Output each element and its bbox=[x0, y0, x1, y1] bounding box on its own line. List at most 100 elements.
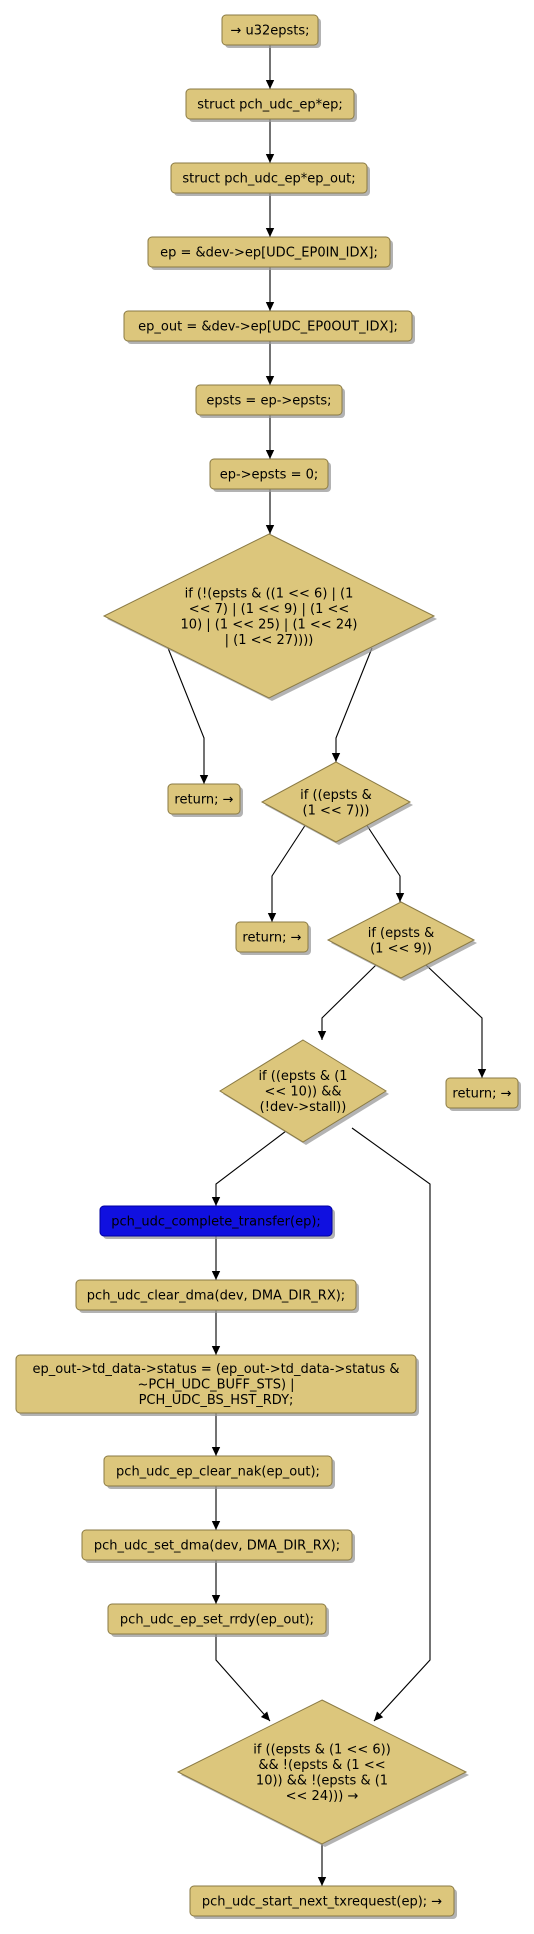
edge-d4-to-d5 bbox=[351, 1127, 431, 1722]
statement-box bbox=[185, 88, 355, 120]
arrowhead bbox=[265, 228, 275, 237]
node-b4-statement: pch_udc_ep_clear_nak(ep_out); bbox=[103, 1455, 335, 1489]
node-d4-decision: if ((epsts & (1<< 10)) &&(!dev->stall)) bbox=[219, 1039, 389, 1145]
node-d2-decision: if ((epsts &(1 << 7))) bbox=[260, 761, 413, 845]
node-label-line: ep = &dev->ep[UDC_EP0IN_IDX]; bbox=[160, 246, 378, 261]
node-r1-statement: return; → bbox=[167, 783, 243, 817]
edge-n3-to-n4 bbox=[265, 267, 275, 311]
node-label-line: << 10)) && bbox=[264, 1085, 341, 1100]
decision-diamond bbox=[102, 533, 436, 699]
node-label-line: PCH_UDC_BS_HST_RDY; bbox=[139, 1393, 294, 1408]
node-label-line: return; → bbox=[452, 1087, 511, 1102]
node-b3-statement: ep_out->td_data->status = (ep_out->td_da… bbox=[15, 1354, 419, 1416]
edge-d4-to-b1 bbox=[211, 1127, 291, 1206]
node-label-line: struct pch_udc_ep*ep; bbox=[197, 98, 343, 113]
node-label-line: epsts = ep->epsts; bbox=[206, 394, 331, 409]
arrowhead bbox=[317, 1877, 327, 1886]
arrowhead bbox=[260, 1711, 270, 1721]
node-label-line: ~PCH_UDC_BUFF_STS) | bbox=[137, 1378, 294, 1393]
node-label-line: ep_out->td_data->status = (ep_out->td_da… bbox=[32, 1362, 399, 1377]
node-label-line: pch_udc_complete_transfer(ep); bbox=[111, 1215, 321, 1230]
node-label-line: ep->epsts = 0; bbox=[220, 468, 319, 483]
node-n2-statement: struct pch_udc_ep*ep_out; bbox=[170, 162, 370, 196]
statement-box bbox=[170, 162, 368, 194]
edge-n2-to-n3 bbox=[265, 193, 275, 237]
statement-box bbox=[81, 1529, 353, 1561]
node-n0-statement: → u32epsts; bbox=[221, 14, 321, 48]
edge-n4-to-n5 bbox=[265, 341, 275, 385]
arrowhead bbox=[267, 913, 277, 922]
arrowhead bbox=[265, 154, 275, 163]
arrowhead bbox=[211, 1346, 221, 1355]
arrowhead bbox=[265, 80, 275, 89]
node-n1-statement: struct pch_udc_ep*ep; bbox=[185, 88, 357, 122]
statement-box bbox=[221, 14, 319, 46]
statement-box bbox=[103, 1455, 333, 1487]
arrowhead bbox=[265, 302, 275, 311]
node-label-line: if ((epsts & (1 << 6)) bbox=[253, 1742, 391, 1757]
node-n3-statement: ep = &dev->ep[UDC_EP0IN_IDX]; bbox=[147, 236, 393, 270]
edge-b3-to-b4 bbox=[211, 1413, 221, 1456]
node-b2-statement: pch_udc_clear_dma(dev, DMA_DIR_RX); bbox=[75, 1279, 359, 1313]
edge-b5-to-b6 bbox=[211, 1560, 221, 1604]
node-label-line: ep_out = &dev->ep[UDC_EP0OUT_IDX]; bbox=[138, 320, 398, 335]
arrowhead bbox=[317, 1031, 327, 1040]
node-label-line: pch_udc_clear_dma(dev, DMA_DIR_RX); bbox=[87, 1289, 345, 1304]
node-label-line: struct pch_udc_ep*ep_out; bbox=[182, 172, 355, 187]
node-label-line: if ((epsts & bbox=[300, 788, 372, 803]
node-label-line: pch_udc_ep_clear_nak(ep_out); bbox=[116, 1465, 320, 1480]
edge-d1-to-r1 bbox=[167, 647, 209, 784]
node-r3-statement: return; → bbox=[445, 1077, 521, 1111]
node-layer: → u32epsts; struct pch_udc_ep*ep;struct p… bbox=[15, 14, 521, 1919]
edge-b4-to-b5 bbox=[211, 1486, 221, 1530]
node-label-line: if (!(epsts & ((1 << 6) | (1 bbox=[185, 586, 354, 601]
node-label-line: return; → bbox=[174, 793, 233, 808]
arrowhead bbox=[265, 525, 275, 534]
decision-diamond bbox=[260, 761, 412, 843]
statement-box bbox=[147, 236, 391, 268]
node-label-line: (!dev->stall)) bbox=[260, 1100, 347, 1115]
edge-d5-to-e1 bbox=[317, 1844, 327, 1886]
node-label-line: return; → bbox=[242, 931, 301, 946]
arrowhead bbox=[211, 1271, 221, 1280]
node-n6-statement: ep->epsts = 0; bbox=[209, 458, 331, 492]
arrowhead bbox=[211, 1447, 221, 1456]
edge-b2-to-b3 bbox=[211, 1310, 221, 1355]
arrowhead bbox=[265, 376, 275, 385]
edge-n1-to-n2 bbox=[265, 119, 275, 163]
node-label-line: if ((epsts & (1 bbox=[258, 1069, 347, 1084]
node-b6-statement: pch_udc_ep_set_rrdy(ep_out); bbox=[107, 1603, 329, 1637]
node-e1-statement: pch_udc_start_next_txrequest(ep); → bbox=[189, 1885, 457, 1919]
node-label-line: | (1 << 27)))) bbox=[225, 633, 314, 648]
statement-box bbox=[235, 921, 309, 953]
node-d3-decision: if (epsts &(1 << 9)) bbox=[326, 901, 477, 981]
node-label-line: && !(epsts & (1 << bbox=[258, 1758, 385, 1773]
arrowhead bbox=[211, 1595, 221, 1604]
node-b5-statement: pch_udc_set_dma(dev, DMA_DIR_RX); bbox=[81, 1529, 355, 1563]
decision-diamond bbox=[176, 1699, 468, 1845]
statement-box bbox=[209, 458, 329, 490]
arrowhead bbox=[199, 775, 209, 784]
node-label-line: 10) | (1 << 25) | (1 << 24) bbox=[181, 617, 358, 632]
statement-box bbox=[75, 1279, 357, 1311]
node-label-line: pch_udc_start_next_txrequest(ep); → bbox=[202, 1895, 442, 1910]
highlighted-statement-box bbox=[99, 1205, 333, 1237]
edge-b6-to-d5 bbox=[215, 1634, 271, 1722]
edge-d1-to-d2 bbox=[331, 647, 373, 762]
statement-box bbox=[167, 783, 241, 815]
edge-n0-to-n1 bbox=[265, 45, 275, 89]
arrowhead bbox=[211, 1197, 221, 1206]
statement-box bbox=[107, 1603, 327, 1635]
node-label-line: (1 << 7))) bbox=[303, 803, 370, 818]
node-b1-statement: pch_udc_complete_transfer(ep); bbox=[99, 1205, 335, 1239]
arrowhead bbox=[374, 1711, 384, 1721]
edge-n6-to-d1 bbox=[265, 489, 275, 534]
node-r2-statement: return; → bbox=[235, 921, 311, 955]
edge-b1-to-b2 bbox=[211, 1236, 221, 1280]
arrowhead bbox=[477, 1069, 487, 1078]
node-label-line: pch_udc_ep_set_rrdy(ep_out); bbox=[120, 1613, 314, 1628]
statement-box bbox=[123, 310, 413, 342]
node-n4-statement: ep_out = &dev->ep[UDC_EP0OUT_IDX]; bbox=[123, 310, 415, 344]
node-label-line: 10)) && !(epsts & (1 bbox=[256, 1773, 388, 1788]
